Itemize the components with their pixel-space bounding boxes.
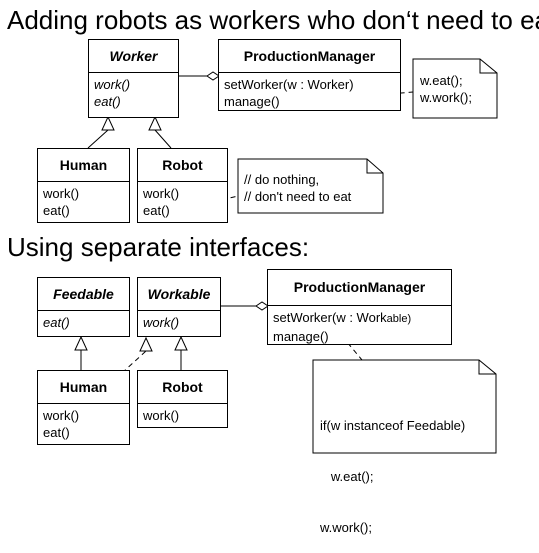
generalization-line-human <box>87 129 109 149</box>
diagram-connectors <box>74 58 498 454</box>
operation-eat: eat() <box>143 203 170 218</box>
heading-bottom: Using separate interfaces: <box>7 232 310 262</box>
generalization-arrow-human-feedable <box>74 335 88 351</box>
operation-eat: eat() <box>43 425 70 440</box>
operation-manage: manage() <box>224 94 280 109</box>
note-line: // don't need to eat <box>244 189 352 204</box>
operation-eat: eat() <box>43 203 70 218</box>
generalization-arrow-robot <box>148 115 162 131</box>
class-name: Feedable <box>38 278 129 311</box>
class-human-2: Human work() eat() <box>37 370 130 445</box>
realization-arrow-human-workable <box>139 336 153 352</box>
class-name: ProductionManager <box>268 270 451 306</box>
class-name: Worker <box>89 40 178 73</box>
note-manage-2: if(w instanceof Feedable) w.eat(); w.wor… <box>320 383 465 553</box>
class-robot-2: Robot work() <box>137 370 228 428</box>
heading-top: Adding robots as workers who don‘t need … <box>7 5 539 35</box>
note-shape-robot-eat <box>237 158 384 214</box>
note-fold-manage-2 <box>478 360 496 375</box>
generalization-line-robot <box>154 129 172 149</box>
realization-line-human-workable <box>121 350 147 374</box>
note-line: w.eat(); <box>320 469 374 484</box>
note-fold-robot-eat <box>366 159 383 174</box>
note-line: w.work(); <box>420 90 472 105</box>
class-human: Human work() eat() <box>37 148 130 223</box>
generalization-arrow-robot-workable <box>174 335 188 351</box>
operation-set-worker: setWorker(w : Worker) <box>224 77 354 92</box>
operation-work: work() <box>43 408 80 423</box>
note-fold-manage <box>479 59 497 74</box>
class-name: Human <box>38 371 129 404</box>
operation-work: work() <box>43 186 80 201</box>
set-worker-suffix: able) <box>386 313 412 325</box>
operation-set-worker: setWorker(w : Workable) <box>273 309 447 328</box>
class-production-manager: ProductionManager setWorker(w : Worker) … <box>218 39 401 111</box>
generalization-arrow-human <box>101 115 115 131</box>
class-production-manager-2: ProductionManager setWorker(w : Workable… <box>267 269 452 345</box>
operation-manage: manage() <box>273 329 329 344</box>
note-line: if(w instanceof Feedable) <box>320 418 466 433</box>
class-name: Workable <box>138 278 220 311</box>
class-robot: Robot work() eat() <box>137 148 228 223</box>
class-name: ProductionManager <box>219 40 400 73</box>
note-line: w.eat(); <box>420 73 463 88</box>
class-worker: Worker work() eat() <box>88 39 179 118</box>
note-line: w.work(); <box>320 520 372 535</box>
class-workable: Workable work() <box>137 277 221 337</box>
operation-work: work() <box>143 186 180 201</box>
class-name: Human <box>38 149 129 182</box>
note-robot-eat: // do nothing, // don't need to eat <box>244 171 351 205</box>
class-name: Robot <box>138 371 227 404</box>
operation-eat: eat() <box>43 315 70 330</box>
operation-work: work() <box>143 408 180 423</box>
note-manage: w.eat(); w.work(); <box>420 72 472 106</box>
class-name: Robot <box>138 149 227 182</box>
operation-work: work() <box>94 77 131 92</box>
note-shape-manage <box>412 58 498 119</box>
class-feedable: Feedable eat() <box>37 277 130 337</box>
note-shape-manage-2 <box>312 359 497 454</box>
note-line: // do nothing, <box>244 172 320 187</box>
operation-eat: eat() <box>94 94 121 109</box>
set-worker-prefix: setWorker(w : Work <box>273 310 387 325</box>
operation-work: work() <box>143 315 180 330</box>
